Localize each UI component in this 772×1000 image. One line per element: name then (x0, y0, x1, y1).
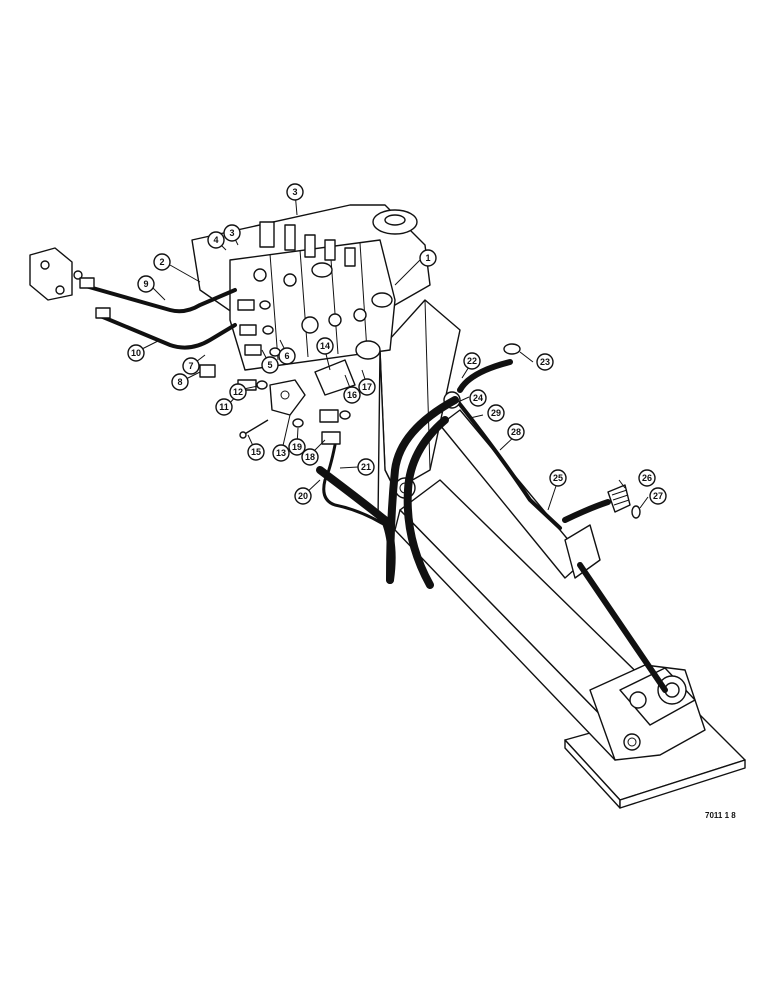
callout-28-label: 28 (511, 427, 521, 437)
callout-3b: 3 (223, 224, 241, 242)
callout-1-label: 1 (425, 253, 430, 263)
callout-21-label: 21 (361, 462, 371, 472)
fittings-cluster (199, 299, 521, 445)
callout-4-label: 4 (213, 235, 218, 245)
callout-9: 9 (137, 275, 155, 293)
callout-24: 24 (469, 389, 487, 407)
callout-3b-label: 3 (229, 228, 234, 238)
callout-23: 23 (536, 353, 554, 371)
callout-8: 8 (171, 373, 189, 391)
callout-28: 28 (507, 423, 525, 441)
reference-code: 7011 1 8 (705, 811, 736, 820)
callout-2: 2 (153, 253, 171, 271)
callout-14-label: 14 (320, 341, 330, 351)
callout-13-label: 13 (276, 448, 286, 458)
callout-29-label: 29 (491, 408, 501, 418)
callout-12-label: 12 (233, 387, 243, 397)
callout-2-label: 2 (159, 257, 164, 267)
callout-16: 16 (343, 386, 361, 404)
callout-5: 5 (261, 356, 279, 374)
flexible-hoses (316, 359, 611, 589)
relief-valve-block (29, 247, 83, 301)
callout-14: 14 (316, 337, 334, 355)
callout-5-label: 5 (267, 360, 272, 370)
callout-10-label: 10 (131, 348, 141, 358)
callout-22: 22 (463, 352, 481, 370)
callout-11-label: 11 (219, 402, 229, 412)
callout-13: 13 (272, 444, 290, 462)
callout-18-label: 18 (305, 452, 315, 462)
callout-17-label: 17 (362, 382, 372, 392)
callout-25-label: 25 (553, 473, 563, 483)
callout-23-label: 23 (540, 357, 550, 367)
callout-6-label: 6 (284, 351, 289, 361)
callout-11: 11 (215, 398, 233, 416)
callout-3a-label: 3 (292, 187, 297, 197)
callout-24-label: 24 (473, 393, 483, 403)
callout-7-label: 7 (188, 361, 193, 371)
pivot-bracket (589, 664, 706, 761)
callout-16-label: 16 (347, 390, 357, 400)
pressure-hose (322, 443, 387, 527)
callout-4: 4 (207, 231, 225, 249)
callout-8-label: 8 (177, 377, 182, 387)
callout-26: 26 (638, 469, 656, 487)
callout-21: 21 (357, 458, 375, 476)
callout-3a: 3 (286, 183, 304, 201)
callout-22-label: 22 (467, 356, 477, 366)
callout-26-label: 26 (642, 473, 652, 483)
callout-10: 10 (127, 344, 145, 362)
control-valve-bank (229, 221, 396, 371)
callout-29: 29 (487, 404, 505, 422)
callout-6: 6 (278, 347, 296, 365)
callout-27: 27 (649, 487, 667, 505)
steel-tubes (79, 277, 237, 350)
callout-20-label: 20 (298, 491, 308, 501)
hydraulic-cylinder (439, 391, 668, 693)
callout-7: 7 (182, 357, 200, 375)
callout-15-label: 15 (251, 447, 261, 457)
callout-15: 15 (247, 443, 265, 461)
adapter-fitting (607, 484, 641, 519)
callouts: 1 2 3 3 4 5 6 7 8 9 10 11 12 13 14 15 16… (127, 183, 667, 511)
callout-27-label: 27 (653, 491, 663, 501)
callout-19: 19 (288, 438, 306, 456)
callout-20: 20 (294, 487, 312, 505)
callout-9-label: 9 (143, 279, 148, 289)
callout-25: 25 (549, 469, 567, 487)
callout-17: 17 (358, 378, 376, 396)
callout-19-label: 19 (292, 442, 302, 452)
callout-1: 1 (419, 249, 437, 267)
callout-12: 12 (229, 383, 247, 401)
callout-18: 18 (301, 448, 319, 466)
